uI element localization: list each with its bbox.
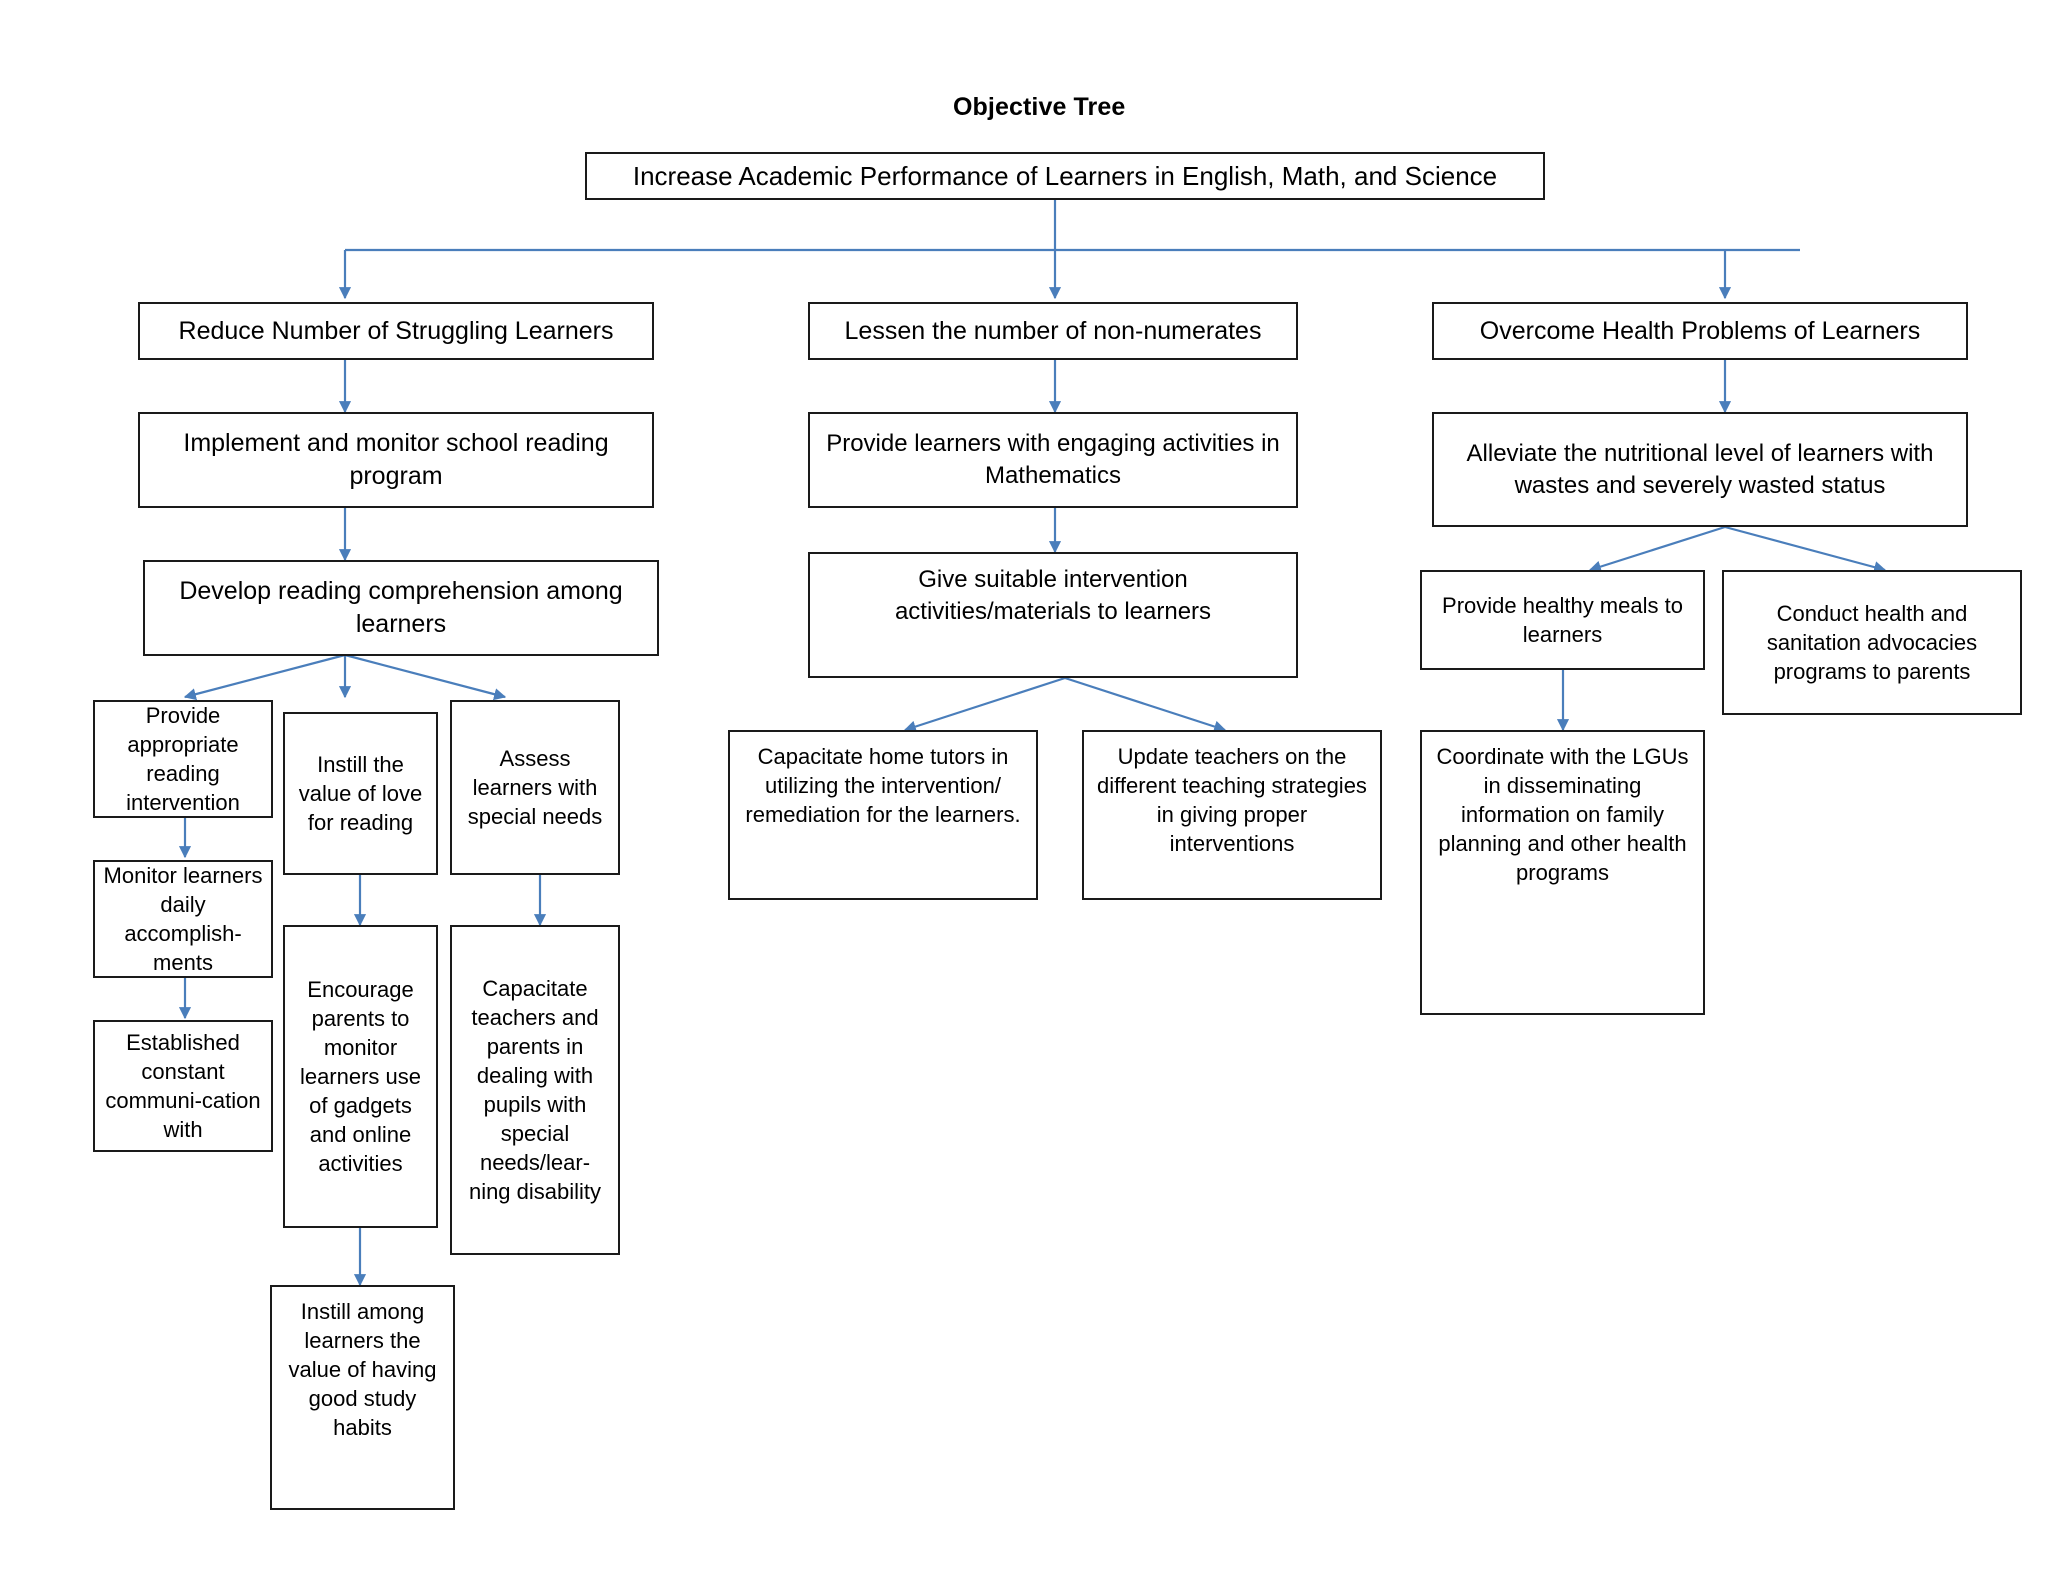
node-conduct-health-sanitation-advocacies[interactable]: Conduct health and sanitation advocacies…: [1722, 570, 2022, 715]
node-label: Instill the value of love for reading: [298, 751, 423, 836]
node-root-label: Increase Academic Performance of Learner…: [632, 160, 1498, 191]
edge-develop-to-provide: [183, 653, 346, 701]
node-lessen-non-numerates[interactable]: Lessen the number of non-numerates: [808, 302, 1298, 360]
node-label: Capacitate teachers and parents in deali…: [468, 975, 602, 1205]
edge-give-to-capacitate-tutors: [903, 676, 1066, 733]
edge-give-to-update-teachers: [1064, 676, 1227, 733]
node-label: Implement and monitor school reading pro…: [183, 429, 609, 490]
node-label: Lessen the number of non-numerates: [844, 316, 1262, 345]
node-label: Update teachers on the different teachin…: [1097, 744, 1367, 857]
node-label: Provide healthy meals to learners: [1442, 592, 1683, 647]
node-label: Monitor learners daily accomplish-ments: [103, 862, 263, 976]
node-provide-engaging-math-activities[interactable]: Provide learners with engaging activitie…: [808, 412, 1298, 508]
node-coordinate-with-lgus[interactable]: Coordinate with the LGUs in disseminatin…: [1420, 730, 1705, 1015]
node-reduce-struggling-learners[interactable]: Reduce Number of Struggling Learners: [138, 302, 654, 360]
node-develop-reading-comprehension[interactable]: Develop reading comprehension among lear…: [143, 560, 659, 656]
node-label: Provide learners with engaging activitie…: [826, 430, 1280, 489]
node-capacitate-home-tutors[interactable]: Capacitate home tutors in utilizing the …: [728, 730, 1038, 900]
node-established-constant-communication[interactable]: Established constant communi-cation with: [93, 1020, 273, 1152]
node-capacitate-teachers-parents-special-needs[interactable]: Capacitate teachers and parents in deali…: [450, 925, 620, 1255]
node-update-teachers-teaching-strategies[interactable]: Update teachers on the different teachin…: [1082, 730, 1382, 900]
node-implement-reading-program[interactable]: Implement and monitor school reading pro…: [138, 412, 654, 508]
edge-develop-to-assess: [344, 653, 507, 701]
diagram-title: Objective Tree: [953, 93, 1126, 121]
node-overcome-health-problems[interactable]: Overcome Health Problems of Learners: [1432, 302, 1968, 360]
node-give-suitable-intervention-materials[interactable]: Give suitable intervention activities/ma…: [808, 552, 1298, 678]
node-label: Overcome Health Problems of Learners: [1479, 316, 1921, 345]
node-label: Instill among learners the value of havi…: [288, 1299, 437, 1441]
node-encourage-parents-monitor-gadgets[interactable]: Encourage parents to monitor learners us…: [283, 925, 438, 1228]
node-monitor-learners-daily-accomplishments[interactable]: Monitor learners daily accomplish-ments: [93, 860, 273, 978]
node-label: Conduct health and sanitation advocacies…: [1766, 600, 1978, 685]
node-label: Coordinate with the LGUs in disseminatin…: [1436, 744, 1689, 886]
edge-alleviate-to-meals: [1588, 525, 1726, 573]
node-label: Reduce Number of Struggling Learners: [178, 316, 614, 345]
node-instill-value-love-for-reading[interactable]: Instill the value of love for reading: [283, 712, 438, 875]
node-label: Alleviate the nutritional level of learn…: [1466, 439, 1934, 499]
node-label: Encourage parents to monitor learners us…: [299, 976, 422, 1177]
node-label: Give suitable intervention activities/ma…: [894, 566, 1212, 625]
node-provide-healthy-meals[interactable]: Provide healthy meals to learners: [1420, 570, 1705, 670]
node-label: Assess learners with special needs: [467, 745, 603, 830]
node-provide-appropriate-reading-intervention[interactable]: Provide appropriate reading intervention: [93, 700, 273, 818]
node-root[interactable]: Increase Academic Performance of Learner…: [585, 152, 1545, 200]
node-instill-value-good-study-habits[interactable]: Instill among learners the value of havi…: [270, 1285, 455, 1510]
node-alleviate-nutritional-level[interactable]: Alleviate the nutritional level of learn…: [1432, 412, 1968, 527]
node-label: Develop reading comprehension among lear…: [179, 577, 623, 638]
node-label: Provide appropriate reading intervention: [126, 702, 240, 816]
node-label: Established constant communi-cation with: [105, 1029, 261, 1143]
node-label: Capacitate home tutors in utilizing the …: [745, 744, 1021, 828]
node-assess-learners-special-needs[interactable]: Assess learners with special needs: [450, 700, 620, 875]
edge-alleviate-to-sanitation: [1724, 525, 1887, 574]
